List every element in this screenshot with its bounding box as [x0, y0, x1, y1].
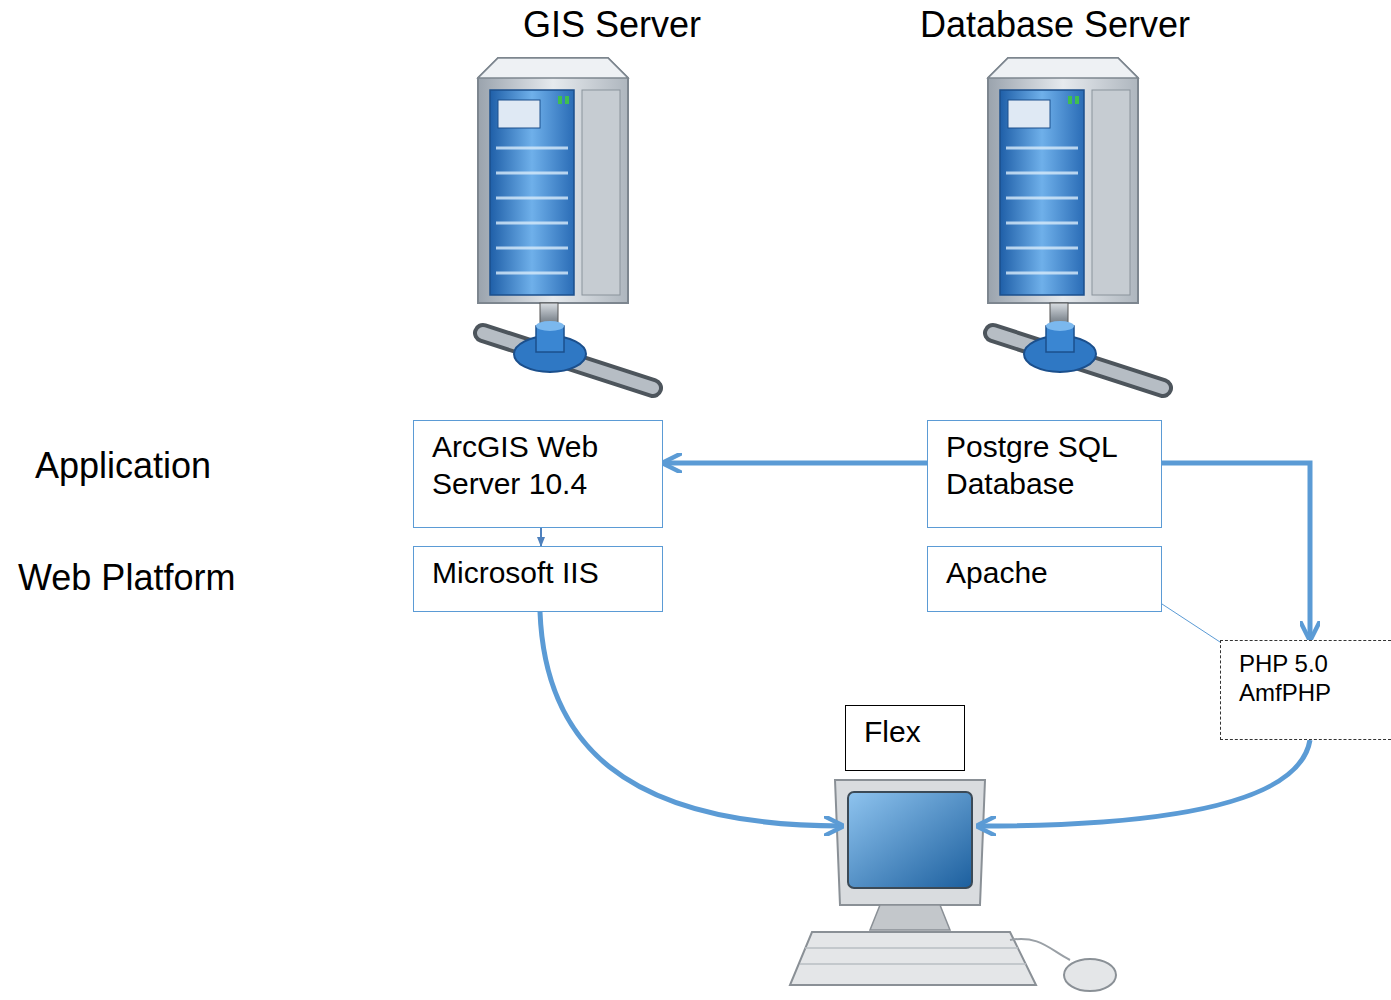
server-heading: GIS Server — [523, 4, 701, 46]
web-platform-box: Microsoft IIS — [413, 546, 663, 612]
database-server-icon — [988, 58, 1163, 388]
connector-arrow — [1162, 463, 1310, 639]
iis-to-client-arrow — [540, 612, 842, 826]
connector-arrow — [1162, 604, 1220, 642]
box-text: Apache — [946, 555, 1147, 592]
box-text: Postgre SQL Database — [946, 429, 1147, 502]
box-text: PHP 5.0 AmfPHP — [1239, 649, 1377, 708]
box-text: Microsoft IIS — [432, 555, 648, 592]
client-app-box: Flex — [845, 705, 965, 771]
php-to-client-arrow — [978, 740, 1310, 826]
connector-arrow — [540, 528, 542, 546]
box-text: ArcGIS Web Server 10.4 — [432, 429, 648, 502]
client-computer — [790, 780, 1116, 991]
tier-label: Application — [35, 445, 211, 487]
gis-server-icon — [478, 58, 653, 388]
connector-arrow — [664, 461, 927, 466]
application-box: ArcGIS Web Server 10.4 — [413, 420, 663, 528]
server-heading: Database Server — [920, 4, 1190, 46]
web-platform-box: Apache — [927, 546, 1162, 612]
box-text: Flex — [864, 714, 950, 751]
php-module-box: PHP 5.0 AmfPHP — [1220, 640, 1391, 740]
tier-label: Web Platform — [18, 557, 235, 599]
application-box: Postgre SQL Database — [927, 420, 1162, 528]
